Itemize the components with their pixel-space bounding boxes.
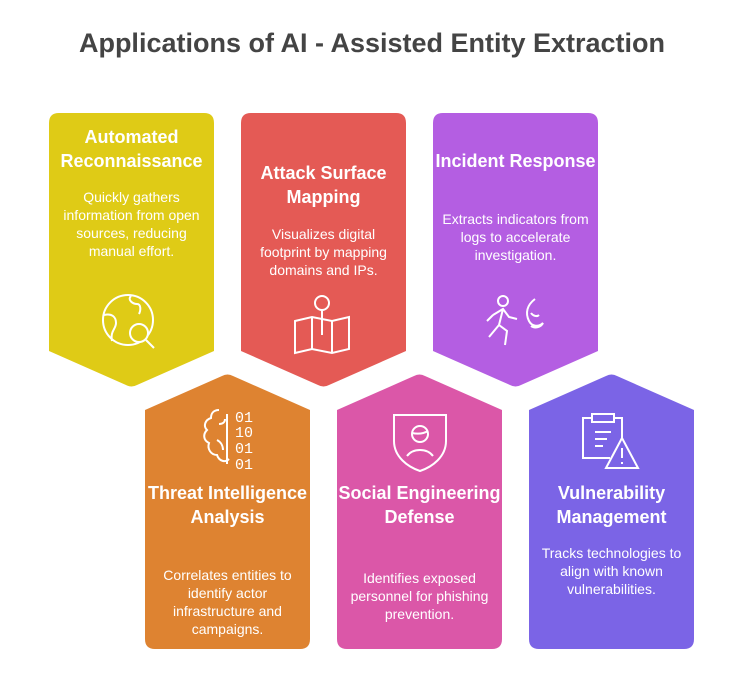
svg-text:01: 01 [235,457,253,472]
card-description: Correlates entities to identify actor in… [163,567,292,637]
card-incident-response: Incident Response Extracts indicators fr… [433,113,598,388]
card-title: Automated Reconnaissance [60,127,203,171]
running-fire-icon [486,295,544,346]
card-threat-intelligence-analysis: Threat Intelligence Analysis Correlates … [145,374,310,649]
card-title: Incident Response [435,151,596,171]
card-description: Visualizes digital footprint by mapping … [260,226,387,278]
card-attack-surface-mapping: Attack Surface Mapping Visualizes digita… [241,113,406,388]
brain-binary-icon: 01 10 01 01 [203,409,253,472]
svg-text:10: 10 [235,425,253,442]
card-description: Identifies exposed personnel for phishin… [350,570,489,622]
shield-person-icon [393,414,447,473]
card-social-engineering-defense: Social Engineering Defense Identifies ex… [337,374,502,649]
card-automated-reconnaissance: Automated Reconnaissance Quickly gathers… [49,113,214,388]
card-description: Extracts indicators from logs to acceler… [442,211,589,263]
clipboard-warning-icon [582,413,640,469]
svg-text:01: 01 [235,410,253,427]
map-pin-icon [294,295,350,355]
page-title: Applications of AI - Assisted Entity Ext… [78,28,666,58]
card-vulnerability-management: Vulnerability Management Tracks technolo… [529,374,694,649]
card-title: Threat Intelligence Analysis [147,483,308,527]
svg-text:01: 01 [235,441,253,458]
card-title: Social Engineering Defense [338,483,501,527]
globe-search-icon [102,294,155,349]
card-description: Tracks technologies to align with known … [541,545,682,597]
card-title: Vulnerability Management [556,483,667,527]
card-description: Quickly gathers information from open so… [63,189,200,259]
card-title: Attack Surface Mapping [260,163,387,207]
